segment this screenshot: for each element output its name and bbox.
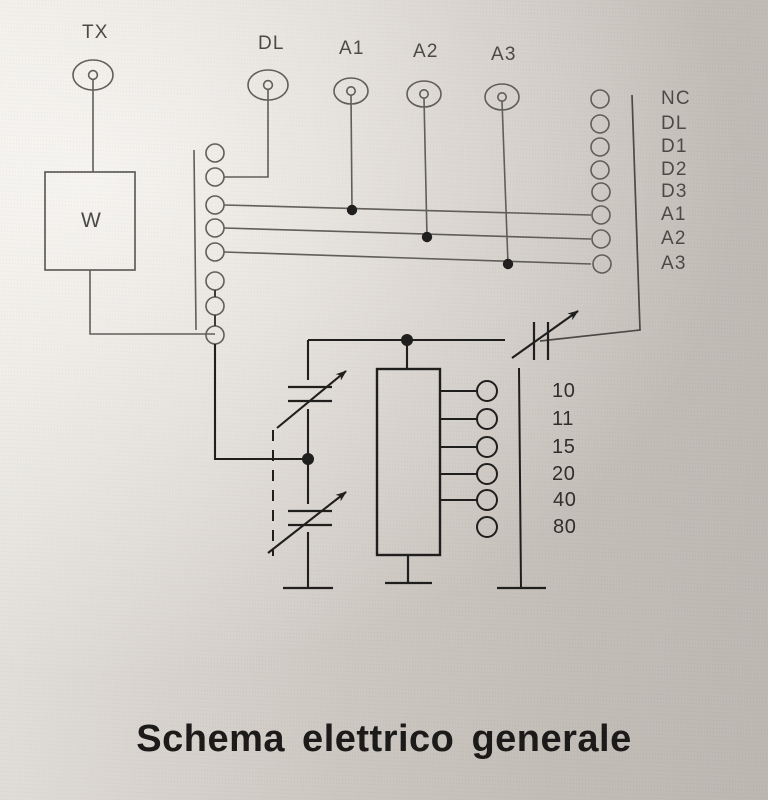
label-terminal-d3: D3: [661, 181, 688, 202]
label-a1: A1: [339, 38, 365, 59]
range-output-wires: [440, 389, 477, 502]
range-strip-divider: [518, 367, 522, 589]
label-range-15: 15: [552, 436, 576, 458]
label-tx: TX: [82, 22, 109, 43]
label-range-10: 10: [552, 380, 576, 402]
figure-caption: Schema elettrico generale: [136, 718, 632, 760]
left-terminal-strip[interactable]: [193, 143, 225, 345]
label-range-20: 20: [552, 463, 576, 485]
label-terminal-nc: NC: [661, 88, 691, 109]
label-terminal-dl: DL: [661, 113, 688, 134]
bus-line-a3: [223, 251, 592, 265]
top-terminal-a1[interactable]: [333, 77, 369, 211]
meter-block-w: [44, 171, 215, 335]
label-a3: A3: [491, 44, 517, 65]
variable-capacitor-top-right: [511, 310, 579, 360]
label-terminal-a2: A2: [661, 228, 687, 249]
label-terminal-d1: D1: [661, 136, 688, 157]
top-feed-line: [306, 338, 505, 380]
label-a2: A2: [413, 41, 439, 62]
range-terminal-strip[interactable]: [476, 380, 498, 538]
top-terminal-a2[interactable]: [406, 80, 442, 238]
label-terminal-d2: D2: [661, 159, 688, 180]
label-terminal-a1: A1: [661, 204, 687, 225]
label-dl: DL: [258, 33, 285, 54]
label-terminal-a3: A3: [661, 253, 687, 274]
junction-dots: [302, 204, 514, 465]
label-range-40: 40: [553, 489, 577, 511]
variable-capacitor-upper-left: [276, 370, 347, 429]
center-block: [375, 367, 442, 583]
left-branch-wiring: [213, 344, 310, 588]
variable-capacitor-lower-left: [267, 491, 347, 554]
bus-line-a2: [223, 227, 592, 240]
right-terminal-strip[interactable]: [590, 89, 612, 274]
top-terminal-tx[interactable]: [72, 59, 114, 172]
label-range-80: 80: [553, 516, 577, 538]
label-range-11: 11: [552, 408, 574, 430]
top-terminal-dl[interactable]: [224, 69, 289, 178]
label-meter-w: W: [81, 209, 103, 232]
right-strip-divider: [539, 94, 641, 342]
bus-line-a1: [223, 204, 592, 216]
